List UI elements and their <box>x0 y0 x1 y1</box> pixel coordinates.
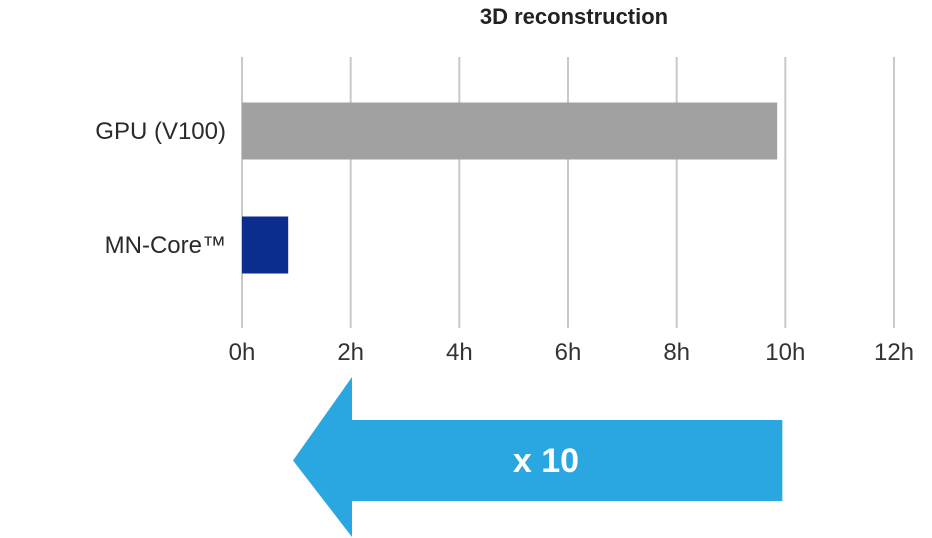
bars <box>242 102 778 274</box>
speedup-annotation: x 10 <box>293 377 783 537</box>
bar-1 <box>242 216 289 274</box>
x-tick-label-6h: 6h <box>555 339 582 366</box>
speedup-arrow <box>293 377 783 537</box>
x-axis-tick-labels: 0h 2h 4h 6h 8h 10h 12h <box>229 339 914 366</box>
category-label-1: MN-Core™ <box>105 232 226 259</box>
bar-0 <box>242 102 778 160</box>
category-labels: GPU (V100) MN-Core™ <box>95 118 226 259</box>
x-tick-label-4h: 4h <box>446 339 473 366</box>
chart-title: 3D reconstruction <box>480 4 668 29</box>
x-tick-label-2h: 2h <box>337 339 364 366</box>
x-tick-label-8h: 8h <box>663 339 690 366</box>
category-label-0: GPU (V100) <box>95 118 226 145</box>
x-tick-label-10h: 10h <box>765 339 805 366</box>
speedup-label: x 10 <box>513 442 579 480</box>
x-tick-label-0h: 0h <box>229 339 256 366</box>
grid-lines <box>241 57 895 328</box>
x-tick-label-12h: 12h <box>874 339 914 366</box>
